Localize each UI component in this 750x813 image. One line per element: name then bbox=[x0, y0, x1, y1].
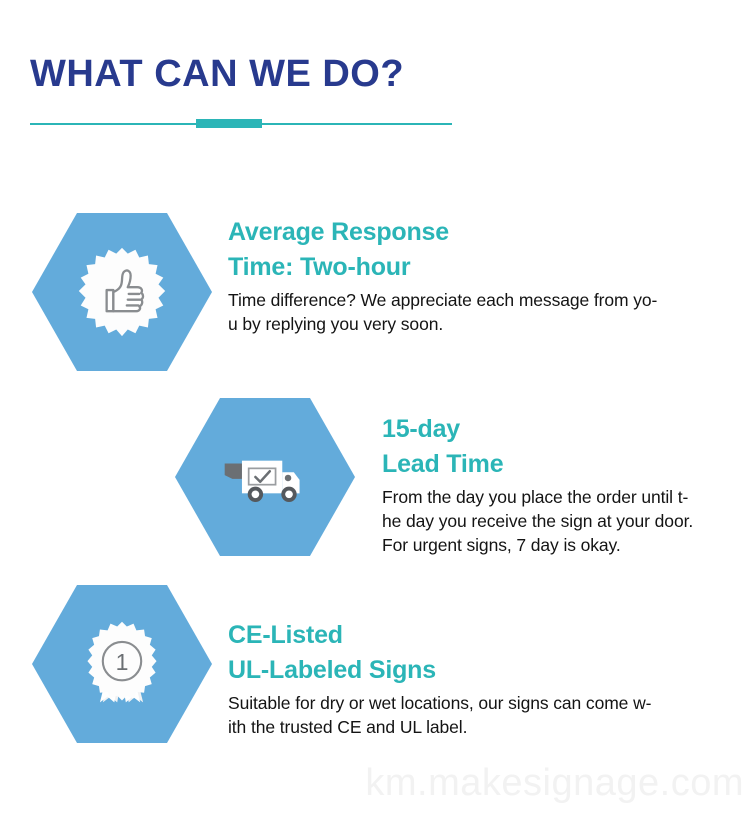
feature-text-block: 15-day Lead Time From the day you place … bbox=[382, 412, 742, 557]
feature-heading-line-1: Average Response bbox=[228, 218, 449, 246]
feature-body-line: For urgent signs, 7 day is okay. bbox=[382, 535, 621, 555]
award-ribbon-icon: 1 bbox=[87, 621, 157, 703]
feature-icon-hexagon bbox=[32, 213, 212, 371]
feature-body-line: ith the trusted CE and UL label. bbox=[228, 717, 468, 737]
feature-body-line: From the day you place the order until t… bbox=[382, 487, 689, 507]
feature-text-block: Average Response Time: Two-hour Time dif… bbox=[228, 215, 728, 336]
feature-text-block: CE-Listed UL-Labeled Signs Suitable for … bbox=[228, 618, 728, 739]
feature-body: Suitable for dry or wet locations, our s… bbox=[228, 691, 728, 739]
feature-body: Time difference? We appreciate each mess… bbox=[228, 288, 728, 336]
feature-heading-line-1: 15-day bbox=[382, 415, 461, 443]
feature-icon-hexagon bbox=[175, 398, 355, 556]
feature-body-line: u by replying you very soon. bbox=[228, 314, 444, 334]
feature-body-line: he day you receive the sign at your door… bbox=[382, 511, 694, 531]
page-title: WHAT CAN WE DO? bbox=[30, 53, 405, 95]
feature-heading-line-2: Lead Time bbox=[382, 450, 504, 478]
svg-text:1: 1 bbox=[116, 649, 129, 675]
title-divider-accent bbox=[196, 119, 262, 128]
thumbs-up-badge-icon bbox=[78, 247, 166, 337]
site-watermark: km.makesignage.com bbox=[365, 762, 744, 804]
feature-body-line: Time difference? We appreciate each mess… bbox=[228, 290, 658, 310]
delivery-truck-icon bbox=[224, 460, 300, 502]
feature-body-line: Suitable for dry or wet locations, our s… bbox=[228, 693, 652, 713]
feature-heading-line-1: CE-Listed bbox=[228, 621, 343, 649]
feature-heading-line-2: Time: Two-hour bbox=[228, 253, 411, 281]
feature-body: From the day you place the order until t… bbox=[382, 485, 742, 557]
feature-icon-hexagon: 1 bbox=[32, 585, 212, 743]
feature-heading-line-2: UL-Labeled Signs bbox=[228, 656, 436, 684]
